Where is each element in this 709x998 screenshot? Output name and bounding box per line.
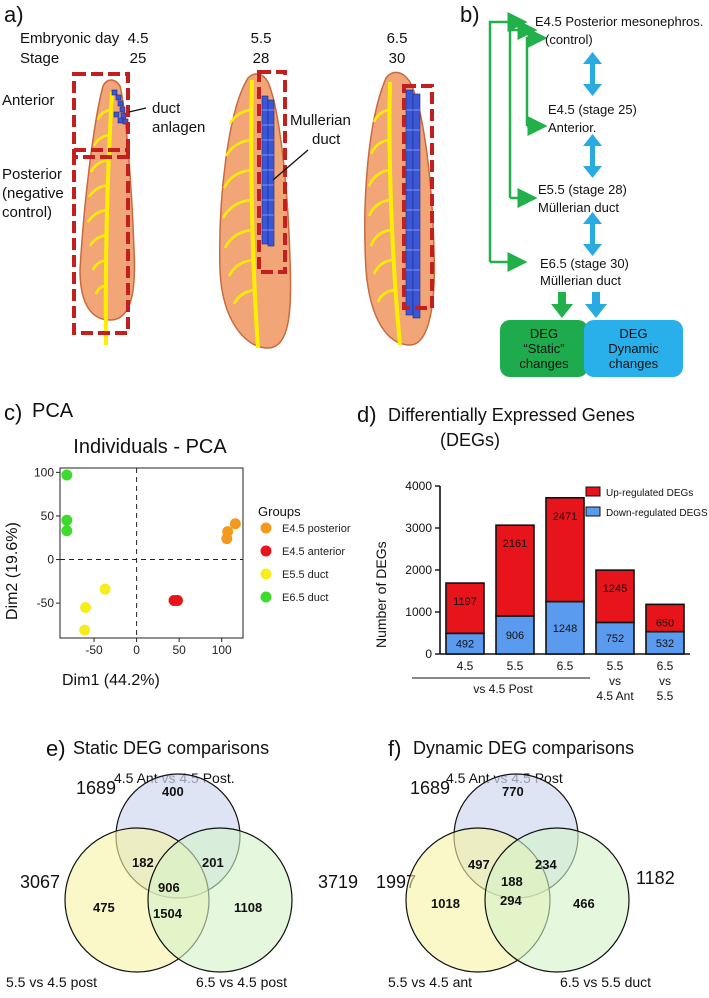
panel-e-heading: Static DEG comparisons [73, 738, 270, 758]
day-5-5: 5.5 [250, 30, 272, 47]
dynamic-changes-box: DEG Dynamic changes [584, 320, 683, 377]
venn-e-right-label: 6.5 vs 4.5 post [196, 974, 288, 990]
day-4-5: 4.5 [127, 30, 149, 47]
venn-f-total-right: 1182 [636, 868, 675, 888]
duct-anlagen-label-1: duct [152, 100, 181, 117]
mesonephros-e6-5 [364, 71, 436, 346]
venn-e-top-left: 182 [132, 855, 154, 870]
panel-c-heading: PCA [32, 400, 74, 422]
venn-f-top-left: 497 [468, 857, 490, 872]
pca-legend-title: Groups [258, 504, 301, 519]
node-e4-5-posterior-sub: (control) [545, 32, 593, 47]
posterior-label-3: control) [2, 204, 53, 221]
pca-title: Individuals - PCA [73, 436, 227, 458]
static-changes-box: DEG “Static” changes [500, 320, 588, 377]
day-6-5: 6.5 [386, 30, 408, 47]
panel-d-heading-1: Differentially Expressed Genes [388, 405, 635, 425]
mesonephros-e4-5 [72, 72, 147, 346]
static-box-line-3: changes [519, 356, 569, 371]
venn-f-center: 188 [501, 874, 523, 889]
posterior-label-1: Posterior [2, 166, 63, 183]
venn-f-only-left: 1018 [431, 896, 460, 911]
panel-d-heading-2: (DEGs) [440, 430, 500, 450]
embryonic-day-label: Embryonic day [20, 30, 120, 47]
venn-f-total-top: 1689 [410, 778, 451, 798]
stage-28: 28 [252, 50, 270, 67]
venn-f-only-right: 466 [573, 896, 595, 911]
panel-c-label: c) [4, 400, 23, 425]
stage-label: Stage [20, 50, 60, 67]
venn-e-only-right: 1108 [234, 900, 263, 915]
panel-f-label: f) [388, 736, 402, 761]
lineage-arrows [488, 12, 607, 318]
pca-xlabel: Dim1 (44.2%) [62, 672, 160, 689]
node-e6-5-sub: Müllerian duct [540, 273, 621, 288]
static-box-line-1: DEG [529, 326, 559, 341]
node-e5-5: E5.5 (stage 28) [538, 182, 627, 197]
venn-f-top-right: 234 [535, 857, 557, 872]
mesonephros-illustrations [72, 70, 436, 349]
mullerian-label-1: Mullerian [290, 112, 351, 129]
venn-e-top-right: 201 [202, 855, 224, 870]
panel-a-label: a) [4, 2, 24, 27]
dynamic-box-line-3: changes [608, 356, 659, 371]
mullerian-label-2: duct [312, 131, 341, 148]
stage-25: 25 [129, 50, 147, 67]
panel-d-label: d) [357, 402, 377, 427]
venn-f-total-left: 1997 [376, 872, 417, 892]
panel-e-label: e) [46, 736, 66, 761]
venn-f-right-label: 6.5 vs 5.5 duct [560, 974, 652, 990]
dynamic-box-line-2: Dynamic [608, 341, 659, 356]
panel-f-heading: Dynamic DEG comparisons [413, 738, 635, 758]
panel-b-label: b) [460, 2, 480, 27]
venn-e-left-right: 1504 [153, 906, 182, 921]
node-e5-5-sub: Müllerian duct [538, 200, 619, 215]
posterior-label-2: (negative [2, 185, 64, 202]
mesonephros-e5-5 [219, 70, 309, 349]
dynamic-box-line-1: DEG [619, 326, 648, 341]
static-box-line-2: “Static” [523, 341, 565, 356]
venn-f-left-right: 294 [500, 893, 522, 908]
venn-e-center: 906 [158, 880, 180, 895]
duct-anlagen-label-2: anlagen [152, 119, 206, 136]
node-e4-5-anterior-sub: Anterior. [548, 120, 597, 135]
anterior-label: Anterior [2, 92, 55, 109]
venn-e-only-top: 400 [162, 784, 184, 799]
node-e4-5-anterior: E4.5 (stage 25) [548, 102, 637, 117]
venn-e-left-label: 5.5 vs 4.5 post [6, 974, 98, 990]
venn-e-total-top: 1689 [76, 778, 117, 798]
venn-e-total-right: 3719 [318, 872, 359, 892]
venn-e-only-left: 475 [93, 900, 115, 915]
venn-f-left-label: 5.5 vs 4.5 ant [388, 974, 473, 990]
venn-f-only-top: 770 [502, 784, 524, 799]
node-e4-5-posterior: E4.5 Posterior mesonephros. [535, 14, 704, 29]
venn-e-total-left: 3067 [20, 872, 61, 892]
stage-30: 30 [388, 50, 406, 67]
node-e6-5: E6.5 (stage 30) [540, 256, 629, 271]
